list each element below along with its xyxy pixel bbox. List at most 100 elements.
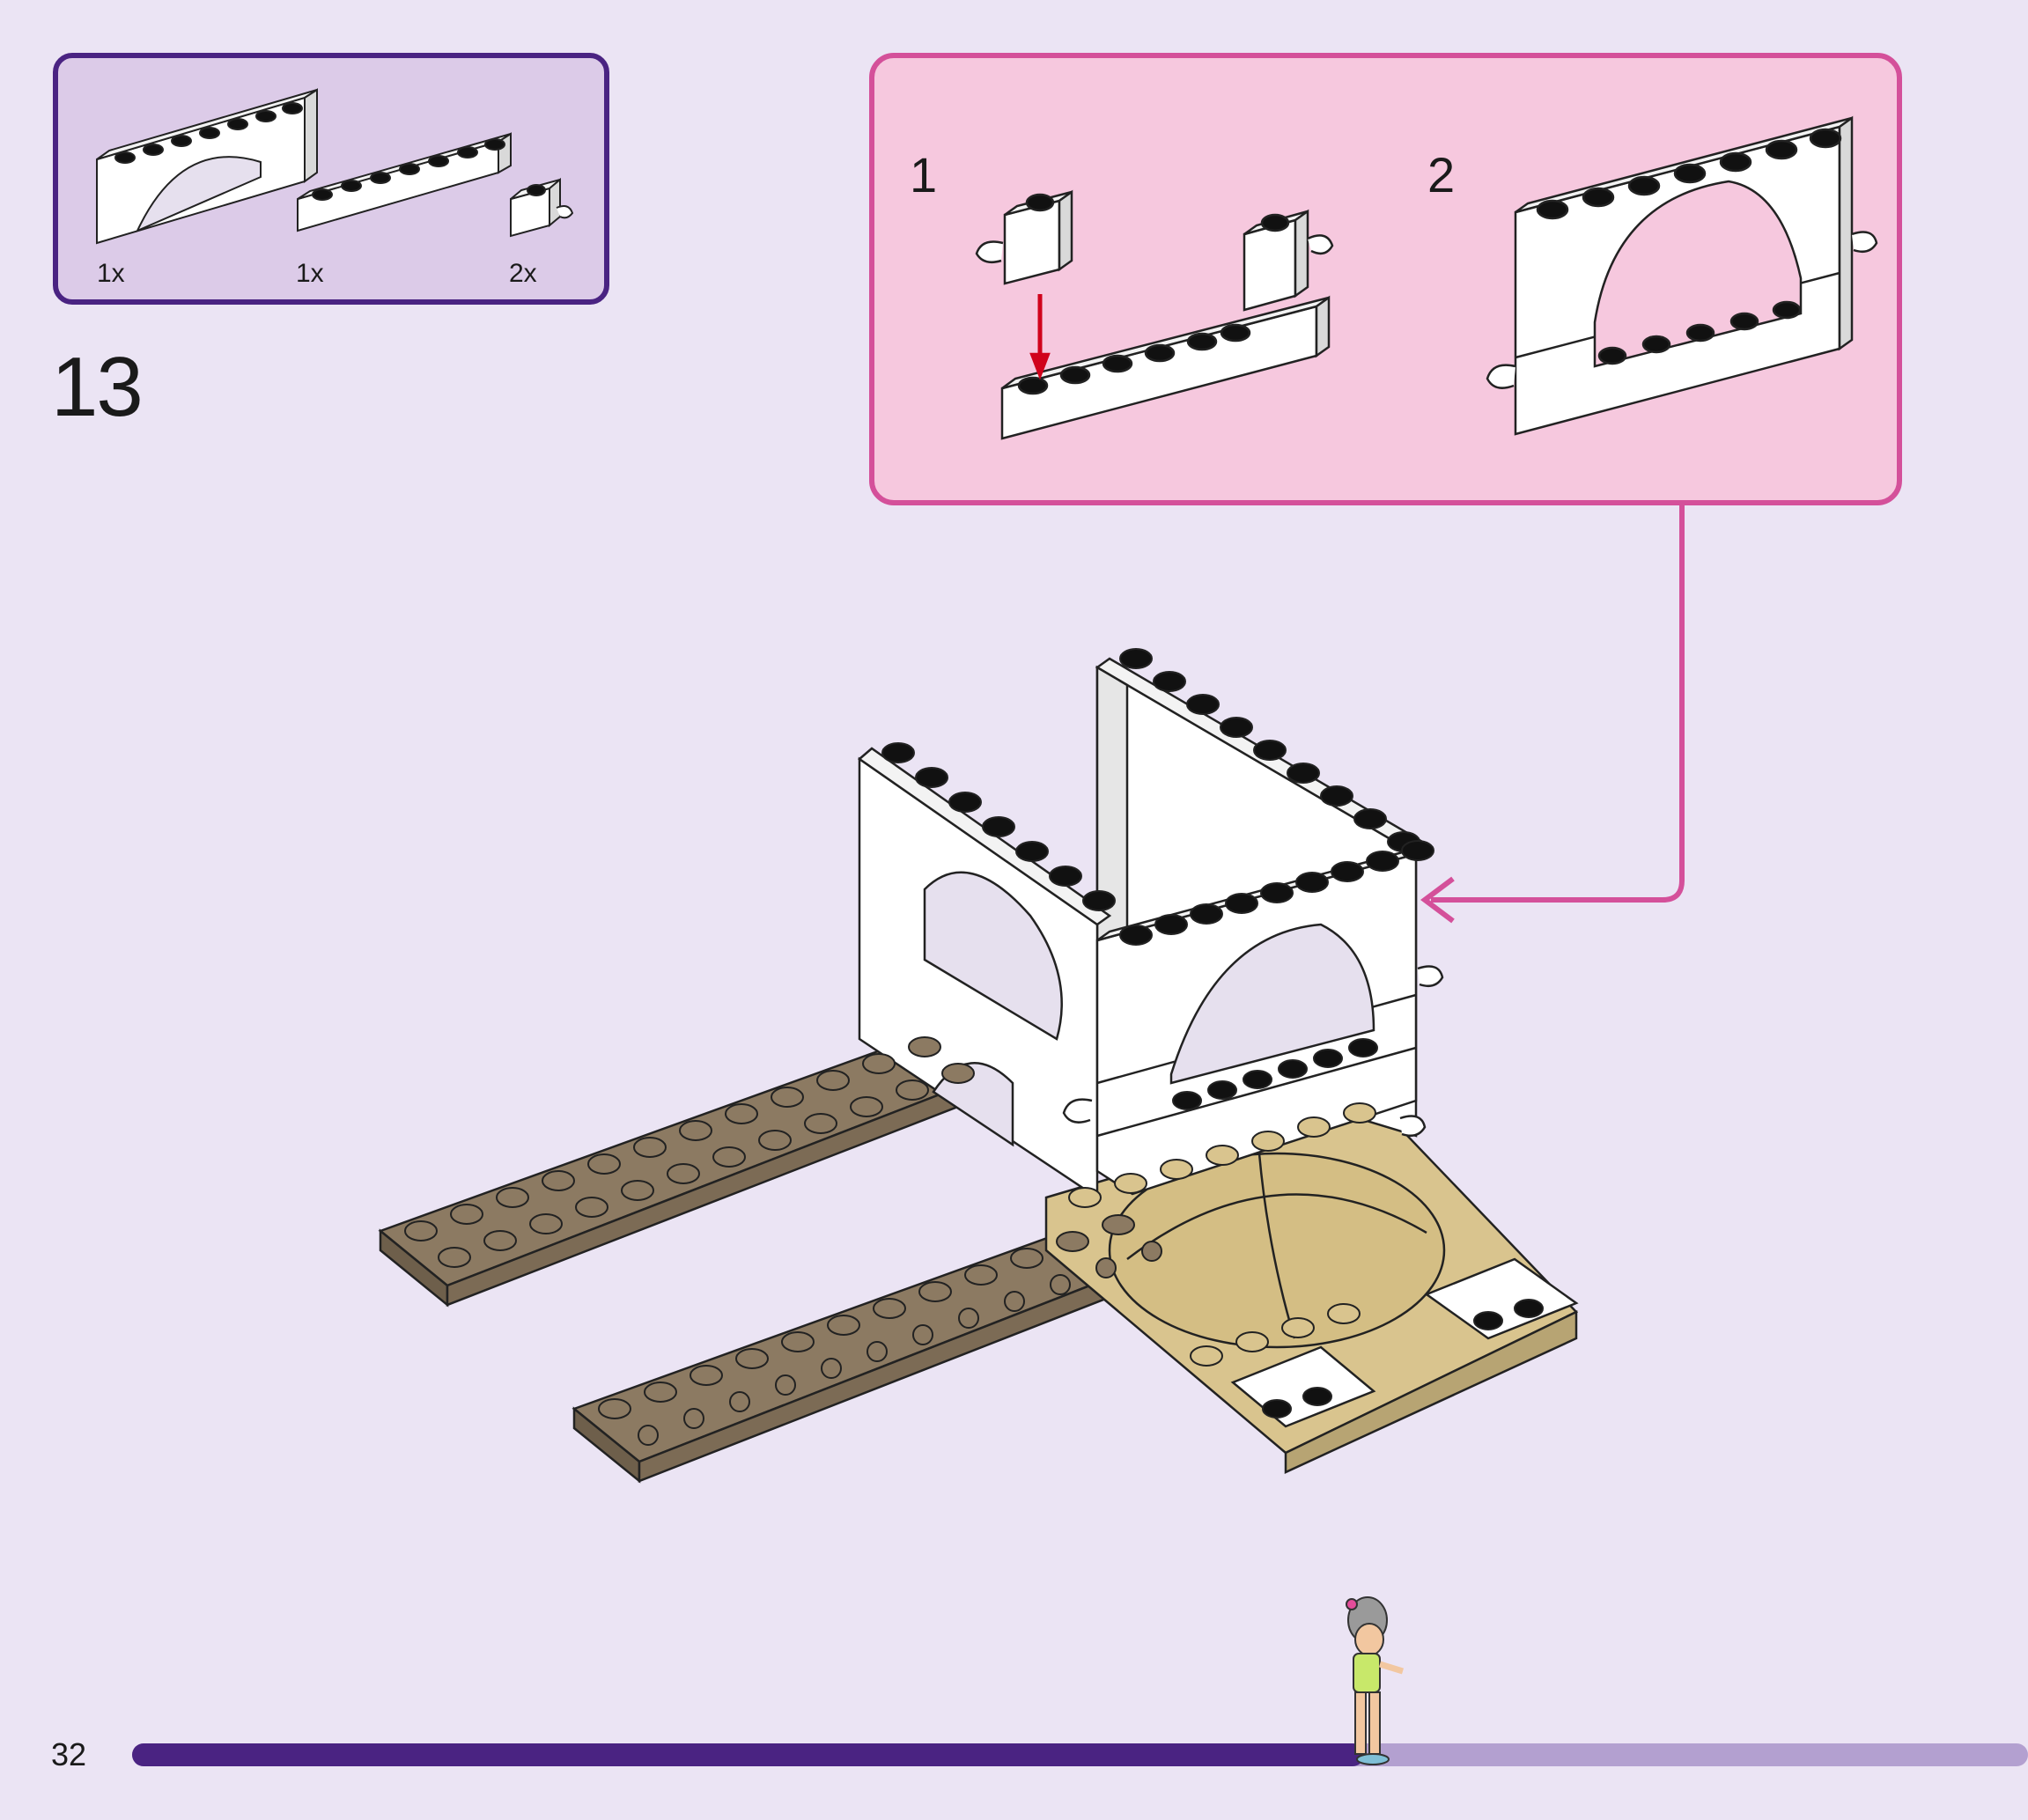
stud: [1313, 1049, 1343, 1068]
stud: [775, 1374, 796, 1396]
stud: [725, 1103, 758, 1124]
stud: [1172, 1091, 1202, 1110]
stud: [915, 767, 948, 788]
stud: [1153, 671, 1186, 692]
clip-details: [1062, 965, 1444, 1137]
stud: [1225, 893, 1258, 914]
parts-illustrations: [96, 88, 574, 245]
stud: [1190, 903, 1223, 925]
step-number: 13: [51, 340, 144, 434]
stud: [827, 1315, 860, 1336]
stud: [1056, 1231, 1089, 1252]
stud: [496, 1187, 529, 1208]
callout-arrow-icon: [1420, 505, 1685, 924]
stud: [1235, 1331, 1269, 1352]
sub-step-2-illustration: [1486, 115, 1878, 436]
stud: [1082, 890, 1116, 911]
white-arch-wall-left: [857, 747, 1112, 1200]
long-brick-qty: 1x: [296, 259, 324, 288]
stud: [862, 1053, 896, 1074]
stud: [1119, 925, 1153, 946]
stud: [850, 1096, 883, 1117]
stud: [918, 1281, 952, 1302]
stud: [404, 1220, 438, 1242]
sub-step-1-number: 1: [910, 147, 938, 203]
stud: [575, 1197, 608, 1218]
stud: [598, 1398, 631, 1419]
sub-step-illustrations: [975, 115, 1878, 440]
minifigure-icon: [1346, 1596, 1405, 1765]
insert-arrow-icon: [1029, 294, 1051, 380]
stud: [1114, 1173, 1147, 1194]
stud: [1251, 1131, 1285, 1152]
stud: [1260, 882, 1294, 903]
stud: [1278, 1059, 1308, 1079]
stud: [1186, 694, 1220, 715]
stud: [690, 1365, 723, 1386]
stud: [758, 1130, 792, 1151]
stud: [804, 1113, 837, 1134]
model-studs: [404, 648, 1544, 1446]
stud: [1366, 851, 1399, 872]
stud: [1262, 1399, 1292, 1418]
stud: [1050, 1274, 1071, 1295]
stud: [450, 1204, 483, 1225]
stud: [1141, 1241, 1162, 1262]
arch-brick-icon: [96, 88, 318, 245]
stud: [1320, 785, 1353, 807]
stud: [982, 816, 1015, 837]
stud: [1095, 1257, 1117, 1278]
stud: [483, 1230, 517, 1251]
stud: [1010, 1248, 1043, 1269]
stud: [1473, 1311, 1503, 1330]
stud: [1514, 1299, 1544, 1318]
clip-brick-qty: 2x: [509, 259, 537, 288]
stud: [1287, 763, 1320, 784]
clip-brick-icon: [510, 177, 574, 238]
stud: [735, 1348, 769, 1369]
stud: [1353, 808, 1387, 829]
stud: [712, 1146, 746, 1168]
stud: [679, 1120, 712, 1141]
stud: [873, 1298, 906, 1319]
stud: [1160, 1159, 1193, 1180]
progress-done: [132, 1743, 1364, 1766]
stud: [1243, 1070, 1272, 1089]
page-number: 32: [51, 1736, 87, 1772]
stud: [1119, 648, 1153, 669]
stud: [644, 1382, 677, 1403]
stud: [1343, 1102, 1376, 1124]
stud: [621, 1180, 654, 1201]
stud: [1004, 1291, 1025, 1312]
stud: [1207, 1080, 1237, 1100]
stud: [881, 742, 915, 763]
arch-brick-qty: 1x: [97, 259, 125, 288]
page-progress-bar: [132, 1743, 2028, 1766]
stud: [1297, 1116, 1331, 1138]
stud: [542, 1170, 575, 1191]
stud: [896, 1079, 929, 1101]
stud: [1190, 1345, 1223, 1367]
stud: [912, 1324, 933, 1345]
stud: [1348, 1038, 1378, 1057]
stud: [908, 1036, 941, 1057]
stud: [683, 1408, 704, 1429]
stud: [1206, 1145, 1239, 1166]
stud: [1220, 717, 1253, 738]
stud: [729, 1391, 750, 1412]
stud: [667, 1163, 700, 1184]
stud: [781, 1331, 815, 1352]
stud: [1327, 1303, 1361, 1324]
stud: [771, 1087, 804, 1108]
model-assembly: [378, 657, 1579, 1484]
stud: [1331, 861, 1364, 882]
stud: [958, 1308, 979, 1329]
stud: [1302, 1387, 1332, 1406]
stud: [1401, 840, 1434, 861]
stud: [1015, 841, 1049, 862]
stud: [638, 1425, 659, 1446]
stud: [587, 1153, 621, 1175]
stud: [633, 1137, 667, 1158]
stud: [1281, 1317, 1315, 1338]
